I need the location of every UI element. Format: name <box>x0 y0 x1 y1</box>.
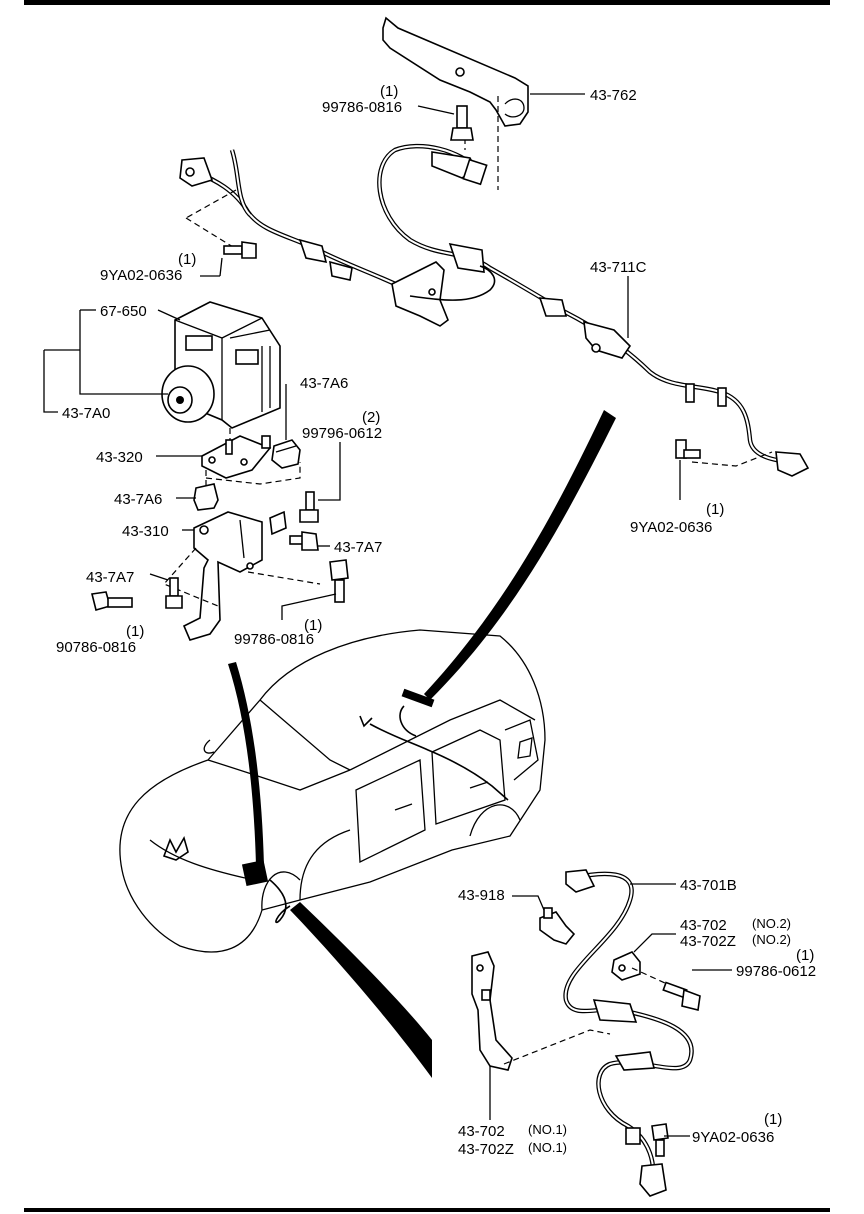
label-43-7A6-upper: 43-7A6 <box>300 375 348 392</box>
label-99786-0816-top: 99786-0816 <box>322 99 402 116</box>
sensor-bracket-no2 <box>611 951 641 981</box>
label-qty: (1) <box>178 251 196 268</box>
label-43-702Z-no2: 43-702Z <box>680 933 736 950</box>
pointer-arc-right <box>424 410 616 700</box>
label-qty: (1) <box>380 83 398 100</box>
label-43-7A6-lower: 43-7A6 <box>114 491 162 508</box>
label-43-702-no1: 43-702 <box>458 1123 505 1140</box>
bush-upper <box>261 435 301 469</box>
vehicle-outline <box>119 629 546 953</box>
rear-speed-sensor <box>377 143 492 273</box>
leader-lines <box>43 93 732 1137</box>
label-no1-note: (NO.1) <box>528 1122 567 1137</box>
label-9YA02-0636-bottom: 9YA02-0636 <box>692 1129 774 1146</box>
label-43-7A7-left: 43-7A7 <box>86 569 134 586</box>
label-9YA02-0636-right: 9YA02-0636 <box>630 519 712 536</box>
bolt-icon <box>675 439 701 459</box>
label-9YA02-0636-left: 9YA02-0636 <box>100 267 182 284</box>
bolt-icon <box>299 491 319 523</box>
label-43-762: 43-762 <box>590 87 637 104</box>
label-99786-0816-lower: 99786-0816 <box>234 631 314 648</box>
label-qty: (1) <box>706 501 724 518</box>
bolt-icon <box>450 105 474 141</box>
label-43-7A0: 43-7A0 <box>62 405 110 422</box>
bolt-icon <box>329 559 349 603</box>
bush-lower <box>193 483 219 511</box>
abs-harness-rear <box>488 266 810 477</box>
label-90786-0816: 90786-0816 <box>56 639 136 656</box>
label-qty: (1) <box>764 1111 782 1128</box>
clip-43-918 <box>539 907 576 945</box>
bolt-icon <box>223 241 257 259</box>
top-border <box>24 0 830 5</box>
label-43-702Z-no1: 43-702Z <box>458 1141 514 1158</box>
label-qty: (1) <box>304 617 322 634</box>
label-43-7A7-right: 43-7A7 <box>334 539 382 556</box>
label-67-650: 67-650 <box>100 303 147 320</box>
label-43-310: 43-310 <box>122 523 169 540</box>
abs-hydraulic-unit <box>161 301 281 429</box>
bottom-border <box>24 1208 830 1212</box>
pointer-arc-lower <box>290 902 432 1078</box>
label-43-701B: 43-701B <box>680 877 737 894</box>
label-no1-note: (NO.1) <box>528 1140 567 1155</box>
sensor-bracket-43-762 <box>382 16 529 127</box>
upper-bracket-43-320 <box>201 435 272 479</box>
label-43-320: 43-320 <box>96 449 143 466</box>
bolt-icon <box>651 1123 669 1157</box>
label-43-711C: 43-711C <box>590 259 647 276</box>
label-no2-note: (NO.2) <box>752 932 791 947</box>
label-qty: (1) <box>126 623 144 640</box>
label-99786-0612: 99786-0612 <box>736 963 816 980</box>
bolt-icon <box>91 591 133 611</box>
sensor-bracket-no1 <box>471 951 513 1071</box>
bolt-icon <box>662 981 701 1011</box>
collar-left <box>165 577 183 609</box>
label-qty: (2) <box>362 409 380 426</box>
label-no2-note: (NO.2) <box>752 916 791 931</box>
label-43-918: 43-918 <box>458 887 505 904</box>
front-speed-sensor-harness <box>563 869 694 1197</box>
abs-harness-front <box>179 149 496 327</box>
label-43-702-no2: 43-702 <box>680 917 727 934</box>
lower-bracket-43-310 <box>182 510 287 641</box>
label-qty: (1) <box>796 947 814 964</box>
collar-right <box>289 531 319 551</box>
pointer-arc-upper <box>228 662 264 866</box>
label-99796-0612: 99796-0612 <box>302 425 382 442</box>
